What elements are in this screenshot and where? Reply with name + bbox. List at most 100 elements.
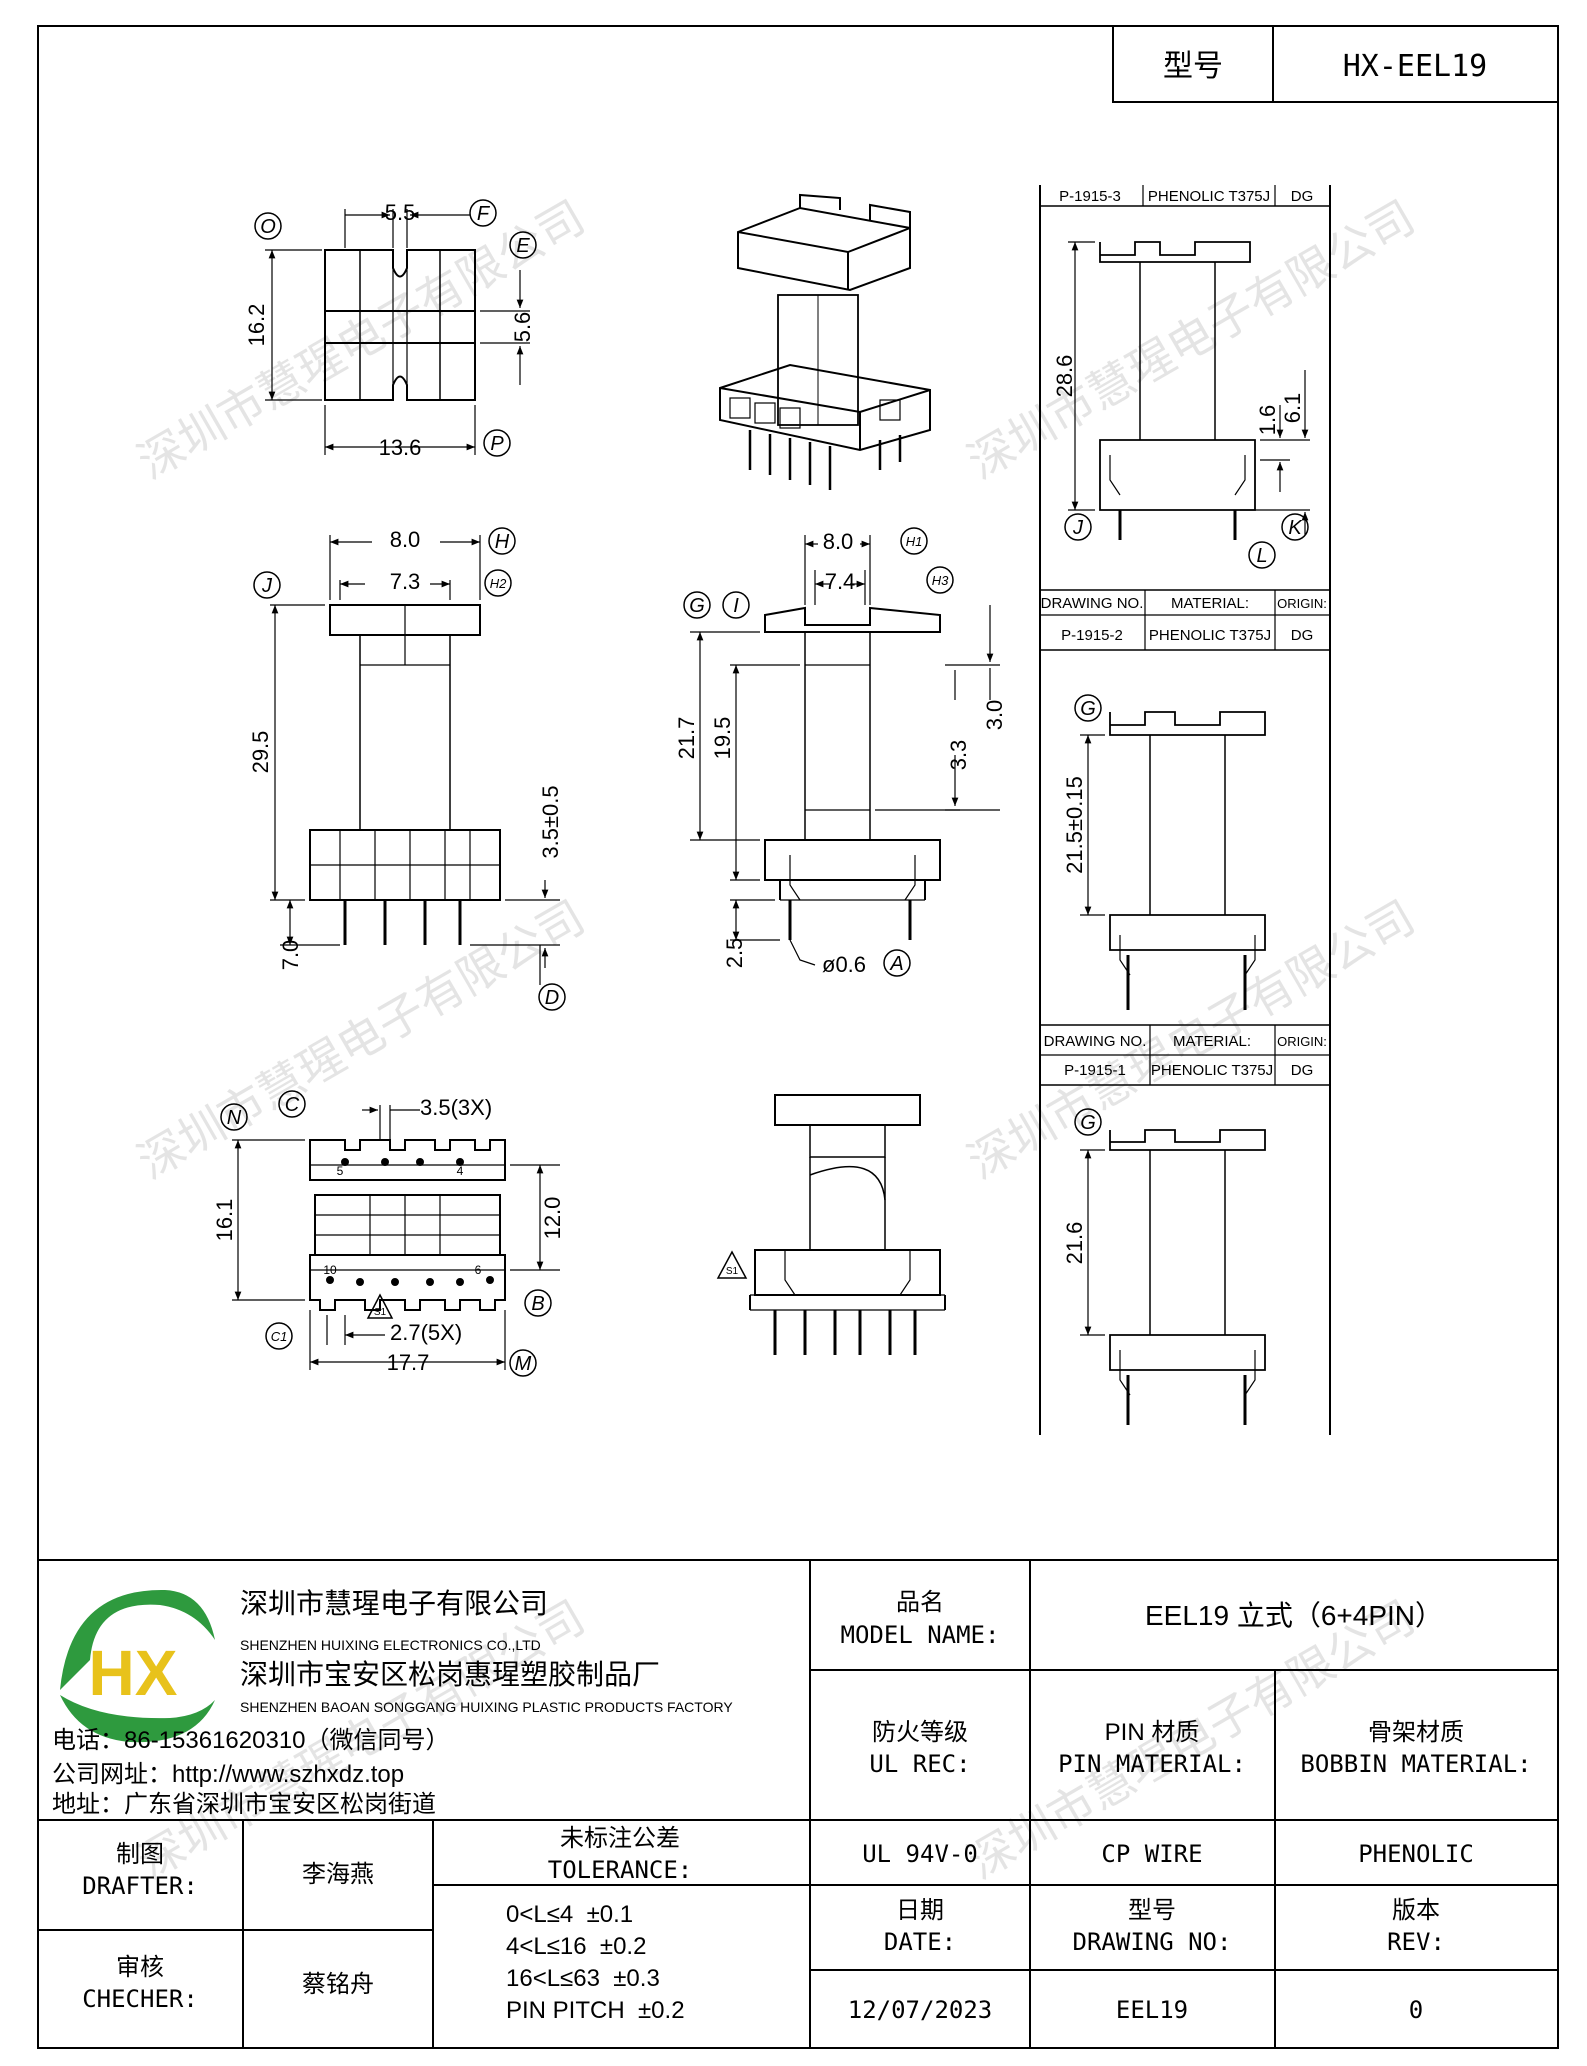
isometric-view — [719, 193, 931, 490]
balloon-M: M — [515, 1353, 532, 1375]
ul-value: UL 94V-0 — [862, 1840, 978, 1868]
balloon-B: B — [531, 1293, 544, 1315]
website-text: 公司网址：http://www.szhxdz.top — [52, 1761, 404, 1788]
variant2-origin: DG — [1291, 627, 1314, 644]
variant1-height: 21.6 — [1062, 1222, 1087, 1265]
drawing-no-label-en: DRAWING NO: — [1073, 1928, 1232, 1956]
dim-pin-pitch: 2.7(5X) — [390, 1320, 462, 1345]
dim-pin-row-spacing: 12.0 — [540, 1197, 565, 1240]
balloon-G: G — [1080, 1112, 1096, 1134]
model-header-box: 型号 HX-EEL19 — [1112, 25, 1559, 103]
date-value: 12/07/2023 — [848, 1996, 993, 2024]
dim-base-thickness: 3.3 — [946, 740, 971, 771]
dim-core-width: 7.4 — [825, 569, 856, 594]
watermark-text: 深圳市慧瑆电子有限公司 — [959, 190, 1424, 490]
tolerance-label-cn: 未标注公差 — [560, 1825, 680, 1852]
variant2-code: P-1915-2 — [1061, 627, 1123, 644]
balloon-A: A — [889, 953, 903, 975]
side-view-labels: 8.0 7.4 21.7 19.5 3.0 3.3 2.5 ø0.6 G I H… — [674, 529, 1007, 977]
bottom-view — [220, 1090, 560, 1377]
address-text: 地址：广东省深圳市宝安区松岗街道 — [52, 1791, 436, 1818]
balloon-H: H — [495, 531, 510, 553]
drafter-label-en: DRAFTER: — [82, 1872, 198, 1900]
dim-core-width: 7.3 — [390, 569, 421, 594]
phone-text: 电话：86-15361620310（微信同号） — [52, 1727, 450, 1754]
pin-material-label-en: PIN MATERIAL: — [1058, 1750, 1246, 1778]
dim-total-depth: 16.1 — [212, 1199, 237, 1242]
factory-name-cn: 深圳市宝安区松岗惠瑆塑胶制品厂 — [240, 1659, 660, 1690]
balloon-C: C — [285, 1094, 300, 1116]
variant3-code: P-1915-3 — [1059, 188, 1121, 205]
variant3-height: 28.6 — [1052, 355, 1077, 398]
tolerance-label-en: TOLERANCE: — [548, 1856, 693, 1884]
balloon-J: J — [261, 575, 273, 597]
model-name-label-en: MODEL NAME: — [841, 1621, 1000, 1649]
balloon-N: N — [227, 1107, 242, 1129]
variant3-dim-b: 6.1 — [1280, 393, 1305, 424]
variant3-origin: DG — [1291, 188, 1314, 205]
variant2-material: PHENOLIC T375J — [1149, 627, 1271, 644]
balloon-P: P — [490, 433, 504, 455]
marker-S1: S1 — [374, 1307, 387, 1318]
tolerance-row: 0<L≤4 ±0.1 — [506, 1901, 633, 1928]
dim-flange-width: 8.0 — [823, 529, 854, 554]
balloon-G: G — [1080, 698, 1096, 720]
variant2-head-material: MATERIAL: — [1171, 595, 1249, 612]
variant1-head-no: DRAWING NO. — [1044, 1033, 1147, 1050]
front-view-labels: 8.0 7.3 29.5 3.5±0.5 7.0 J H H2 D — [248, 527, 563, 1009]
bobbin-material-value: PHENOLIC — [1358, 1840, 1474, 1868]
tolerance-row: 16<L≤63 ±0.3 — [506, 1965, 660, 1992]
pin-number: 4 — [457, 1164, 464, 1178]
dim-standoff: 3.5±0.5 — [538, 785, 563, 858]
variant1-origin: DG — [1291, 1062, 1314, 1079]
dim-slot-width: 3.5(3X) — [420, 1095, 492, 1120]
pin-material-value: CP WIRE — [1101, 1840, 1202, 1868]
company-name-cn: 深圳市慧瑆电子有限公司 — [240, 1588, 548, 1619]
dim-flange-width: 8.0 — [390, 527, 421, 552]
variant-labels: P-1915-3 PHENOLIC T375J DG 28.6 1.6 6.1 … — [1041, 188, 1327, 1264]
balloon-G: G — [689, 595, 705, 617]
top-view — [254, 199, 537, 457]
dim-total-width: 17.7 — [387, 1350, 430, 1375]
title-block — [38, 1559, 1558, 2048]
watermark-text: 深圳市慧瑆电子有限公司 — [129, 890, 594, 1190]
balloon-H1: H1 — [906, 534, 923, 549]
dim-top-width: 5.5 — [385, 200, 416, 225]
date-label-cn: 日期 — [896, 1897, 944, 1924]
logo-text: HX — [89, 1637, 178, 1709]
variant1-code: P-1915-1 — [1064, 1062, 1126, 1079]
drafter-label-cn: 制图 — [116, 1841, 164, 1868]
pin-number: 6 — [475, 1263, 482, 1277]
side-view — [683, 527, 1000, 977]
pin-number: 5 — [337, 1164, 344, 1178]
dim-winding-height: 21.7 — [674, 717, 699, 760]
rev-label-en: REV: — [1387, 1928, 1445, 1956]
variant1-head-material: MATERIAL: — [1173, 1033, 1251, 1050]
date-label-en: DATE: — [884, 1928, 956, 1956]
factory-name-en: SHENZHEN BAOAN SONGGANG HUIXING PLASTIC … — [240, 1699, 733, 1715]
tolerance-list: 0<L≤4 ±0.1 4<L≤16 ±0.2 16<L≤63 ±0.3 PIN … — [506, 1901, 685, 2024]
balloon-J: J — [1072, 517, 1084, 539]
variant1-head-origin: ORIGIN: — [1277, 1034, 1327, 1049]
balloon-H3: H3 — [932, 573, 949, 588]
tolerance-row: PIN PITCH ±0.2 — [506, 1997, 685, 2024]
dim-pin-length: 7.0 — [278, 940, 303, 971]
dim-total-height: 29.5 — [248, 731, 273, 774]
company-info: 深圳市慧瑆电子有限公司 SHENZHEN HUIXING ELECTRONICS… — [52, 1588, 733, 1818]
balloon-E: E — [516, 235, 530, 257]
balloon-L: L — [1256, 545, 1267, 567]
checker-label-en: CHECHER: — [82, 1985, 198, 2013]
model-label: 型号 — [1163, 50, 1223, 83]
company-name-en: SHENZHEN HUIXING ELECTRONICS CO.,LTD — [240, 1637, 541, 1653]
tolerance-row: 4<L≤16 ±0.2 — [506, 1933, 646, 1960]
dim-bottom-width: 13.6 — [379, 435, 422, 460]
variant3-dim-a: 1.6 — [1255, 405, 1280, 436]
bobbin-material-label-cn: 骨架材质 — [1368, 1719, 1464, 1746]
variant2-height: 21.5±0.15 — [1062, 776, 1087, 874]
balloon-O: O — [260, 216, 276, 238]
marker-S1: S1 — [726, 1266, 739, 1277]
dim-inner-height: 19.5 — [710, 717, 735, 760]
balloon-F: F — [477, 203, 491, 225]
model-name-label-cn: 品名 — [896, 1589, 944, 1616]
checker-name: 蔡铭舟 — [302, 1971, 374, 1998]
